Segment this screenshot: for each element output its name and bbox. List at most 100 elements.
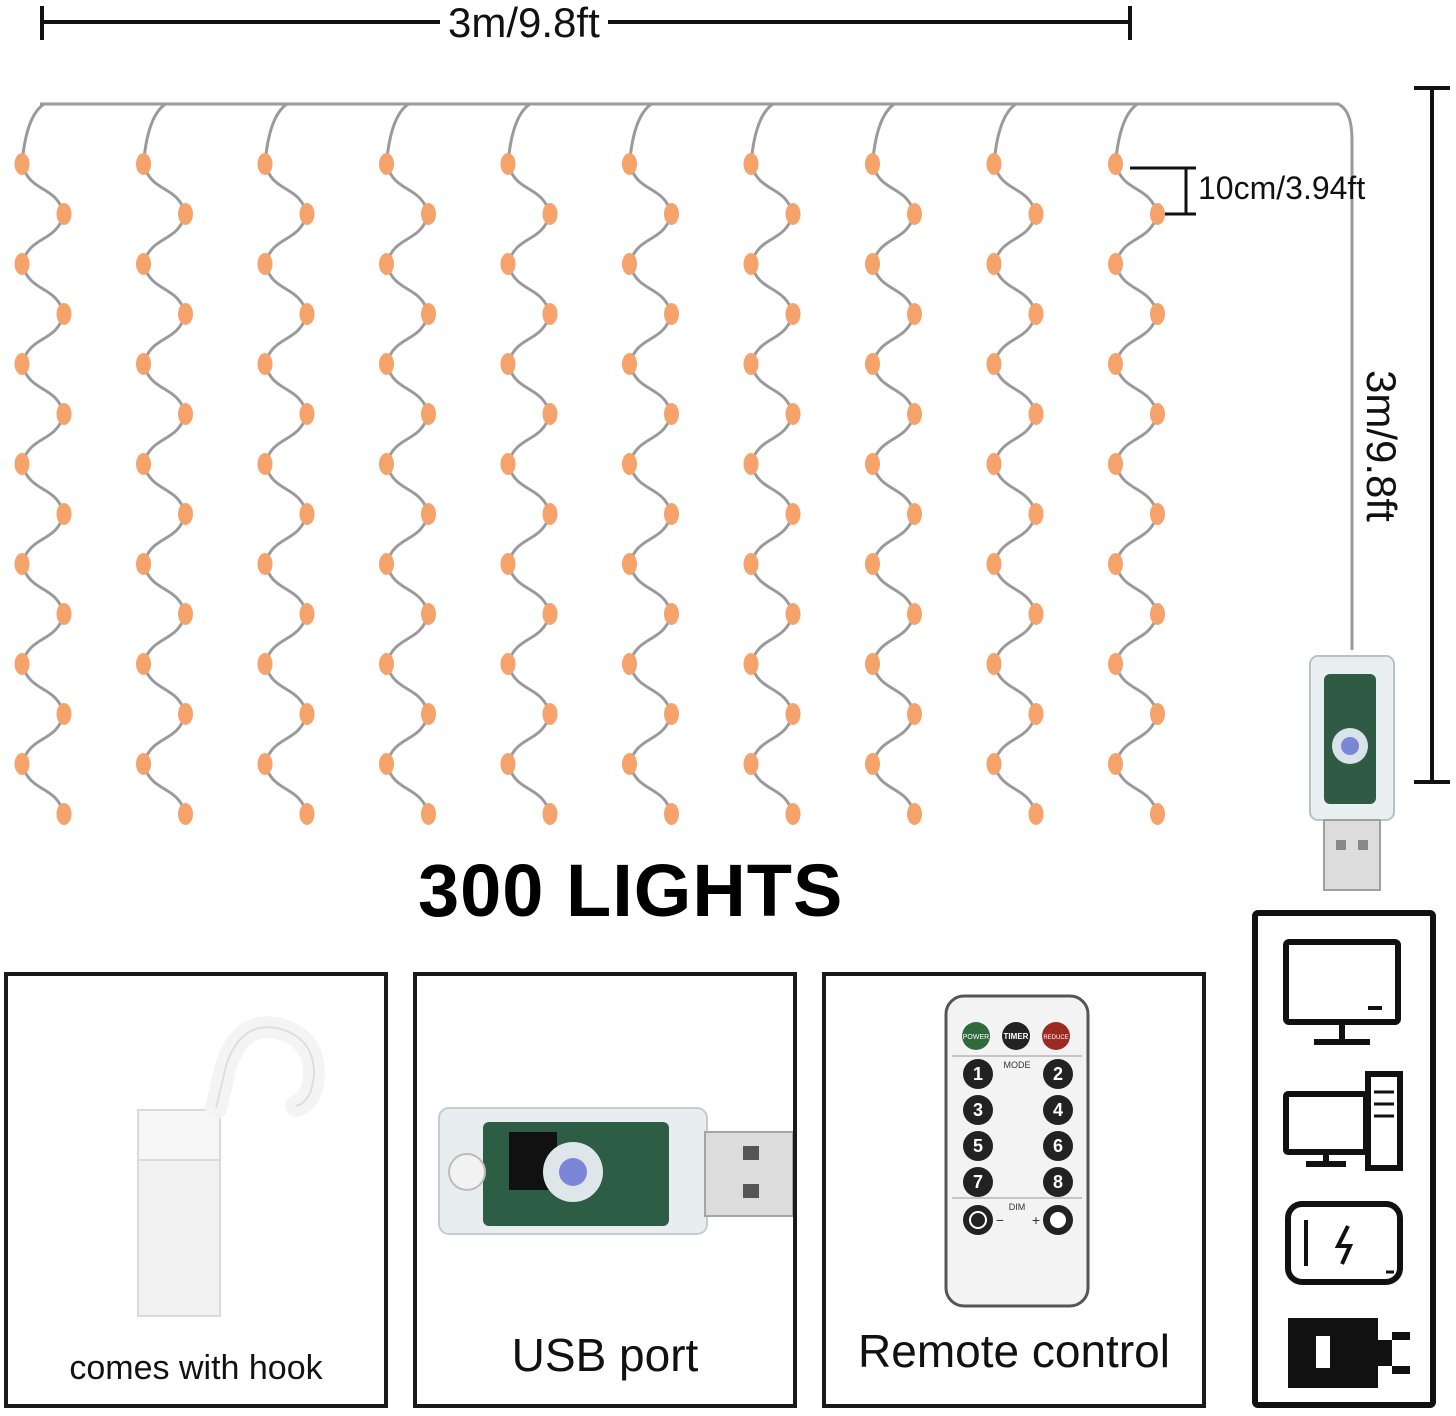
power-sources-box [1252,910,1436,1408]
remote-dim-plus: + [1032,1212,1040,1228]
led-bulb [622,553,637,575]
desktop-computer-icon [1283,1071,1403,1171]
led-bulb [907,503,922,525]
light-strand [743,102,801,825]
light-strands [14,102,1165,825]
led-bulb [299,403,315,425]
remote-button-5: 5 [973,1136,983,1156]
light-strand [865,102,922,825]
led-bulb [136,453,151,475]
led-bulb [178,603,193,625]
remote-timer-button: TIMER [1004,1032,1029,1041]
led-bulb [907,603,922,625]
monitor-icon [1283,939,1401,1045]
led-bulb [986,553,1002,575]
led-bulb [865,753,880,775]
led-bulb [622,353,637,375]
usb-plug-icon [438,1107,793,1235]
led-bulb [379,553,394,575]
led-bulb [907,803,922,825]
led-bulb [986,353,1002,375]
led-bulb [622,453,637,475]
led-bulb [1108,653,1123,675]
height-dimension-line [1414,86,1450,784]
led-bulb [865,653,880,675]
led-bulb [542,503,558,525]
remote-caption: Remote control [858,1325,1170,1377]
led-bulb [257,653,273,675]
led-bulb [743,453,759,475]
led-bulb [379,253,394,275]
usb-controller-icon [1309,655,1395,891]
led-bulb [379,453,394,475]
led-bulb [421,403,436,425]
led-bulb [1108,153,1123,175]
led-bulb [178,203,193,225]
led-bulb [56,403,72,425]
led-bulb [785,203,801,225]
led-bulb [421,603,436,625]
led-bulb [500,253,516,275]
led-bulb [1108,553,1123,575]
led-bulb [14,653,30,675]
led-bulb [14,553,30,575]
led-bulb [1150,803,1165,825]
power-bank-icon [1285,1201,1403,1285]
led-bulb [136,653,151,675]
led-bulb [178,703,193,725]
led-bulb [743,253,759,275]
led-bulb [542,603,558,625]
led-bulb [743,353,759,375]
light-strand [14,102,72,825]
led-bulb [664,403,679,425]
led-bulb [622,653,637,675]
led-bulb [257,153,273,175]
led-bulb [1108,753,1123,775]
led-bulb [56,303,72,325]
remote-mode-label: MODE [1004,1060,1031,1070]
led-bulb [421,803,436,825]
led-bulb [1150,203,1165,225]
led-bulb [421,203,436,225]
led-bulb [500,353,516,375]
led-bulb [1028,703,1044,725]
remote-button-8: 8 [1053,1172,1063,1192]
led-bulb [986,153,1002,175]
led-bulb [379,653,394,675]
led-bulb [257,753,273,775]
led-bulb [136,353,151,375]
led-bulb [865,353,880,375]
led-bulb [785,803,801,825]
led-bulb [1028,403,1044,425]
led-bulb [500,553,516,575]
led-bulb [907,703,922,725]
led-bulb [178,803,193,825]
led-bulb [743,153,759,175]
led-bulb [379,153,394,175]
led-bulb [1108,353,1123,375]
width-dimension-label: 3m/9.8ft [440,2,608,44]
led-bulb [785,303,801,325]
led-bulb [56,203,72,225]
led-bulb [56,503,72,525]
light-strand [379,102,436,825]
led-bulb [257,353,273,375]
led-bulb [542,803,558,825]
led-bulb [865,153,880,175]
led-bulb [743,653,759,675]
remote-number-buttons: 1 2 3 4 5 6 7 8 [963,1059,1073,1197]
led-bulb [299,703,315,725]
led-bulb [907,403,922,425]
led-bulb [1150,603,1165,625]
bulb-spacing-label: 10cm/3.94ft [1198,170,1366,206]
bulb-spacing-marker [1130,166,1196,216]
led-bulb [500,753,516,775]
remote-control-icon: POWER TIMER REDUCE MODE 1 2 3 4 5 6 7 8 … [944,994,1090,1308]
hook-caption: comes with hook [69,1349,323,1387]
led-bulb [542,403,558,425]
usb-feature-panel: USB port [413,972,797,1408]
led-bulb [542,203,558,225]
remote-dim-minus: − [996,1212,1004,1228]
remote-button-2: 2 [1053,1064,1063,1084]
led-bulb [14,453,30,475]
